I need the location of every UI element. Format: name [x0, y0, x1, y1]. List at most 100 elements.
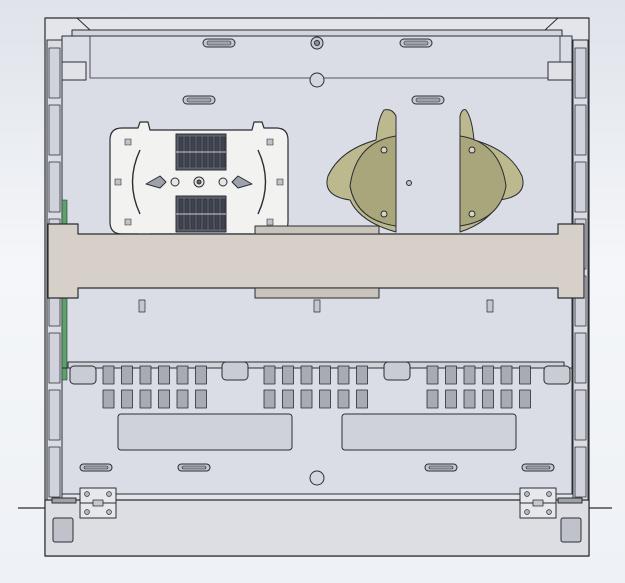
tray-tab — [266, 218, 274, 226]
adapter-group-middle-port-top — [356, 365, 368, 385]
label-window-left — [117, 413, 293, 451]
fiber-spool-right-half — [459, 135, 507, 227]
tray-tab — [266, 138, 274, 146]
adapter-group-right-port-bottom — [463, 389, 476, 409]
tray-boss-center — [196, 179, 202, 185]
adapter-group-left-port-bottom — [195, 389, 207, 409]
hinge-icon-barrel — [92, 499, 104, 507]
adapter-group-right-port-top — [426, 365, 439, 385]
splice-block-top — [175, 133, 227, 171]
tray-tab — [124, 138, 132, 146]
adapter-group-right-port-top — [463, 365, 476, 385]
adapter-group-right-port-top — [445, 365, 457, 385]
bar-pin — [486, 299, 494, 313]
tray-tab — [124, 218, 132, 226]
adapter-group-left-port-bottom — [102, 389, 115, 409]
left-rail-slot — [48, 389, 61, 441]
adapter-group-right — [426, 365, 531, 409]
adapter-group-right-port-bottom — [426, 389, 439, 409]
mounting-slot — [411, 95, 445, 105]
left-rail-slot — [48, 446, 61, 498]
adapter-group-left-port-bottom — [176, 389, 189, 409]
mounting-slot-inner — [206, 40, 232, 46]
adapter-group-left-port-top — [176, 365, 189, 385]
fiber-guide-arc — [257, 149, 267, 215]
tray-tab — [276, 178, 284, 186]
tray-boss — [170, 177, 180, 187]
adapter-group-left-port-bottom — [158, 389, 170, 409]
base-foot-left — [52, 517, 74, 543]
cable-entry-hole — [309, 470, 325, 486]
adapter-group-right-port-bottom — [519, 389, 531, 409]
adapter-group-left-port-top — [158, 365, 170, 385]
top-lip — [71, 29, 563, 37]
fiber-spool-left — [326, 109, 397, 233]
upper-frame-line — [89, 36, 561, 79]
hinge-icon-screw — [84, 491, 90, 497]
screw-head-center — [314, 40, 320, 46]
base-foot-right — [560, 517, 582, 543]
hinge-icon-barrel — [532, 499, 544, 507]
adapter-group-middle-port-bottom — [282, 389, 294, 409]
adapter-group-left-port-top — [195, 365, 207, 385]
mounting-slot — [399, 38, 433, 48]
fiber-spool-left-hole — [380, 146, 388, 154]
adapter-group-left — [102, 365, 207, 409]
hinge-icon — [519, 487, 557, 519]
adapter-group-left-port-top — [139, 365, 152, 385]
adapter-group-middle-port-top — [282, 365, 294, 385]
mounting-slot — [521, 463, 555, 472]
cable-clip-icon — [145, 175, 167, 189]
support-bar — [47, 223, 585, 299]
hinge-icon — [79, 487, 117, 519]
bar-bottom-plate — [254, 287, 380, 299]
mounting-slot — [182, 95, 216, 105]
adapter-latch — [383, 361, 411, 381]
adapter-group-right-port-bottom — [445, 389, 457, 409]
adapter-group-middle-port-top — [263, 365, 276, 385]
adapter-group-middle-port-bottom — [319, 389, 331, 409]
hinge-icon-screw — [524, 491, 530, 497]
adapter-group-middle-port-top — [300, 365, 313, 385]
bar-top-plate — [254, 225, 380, 235]
hinge-icon-screw — [106, 509, 112, 515]
cable-entry-hole — [309, 72, 325, 88]
adapter-latch — [543, 365, 571, 385]
middle-rail-band — [67, 361, 565, 369]
hinge-icon-screw — [524, 509, 530, 515]
mounting-slot — [424, 463, 458, 472]
support-bar-body — [47, 223, 585, 299]
fiber-spool-right-hole — [468, 146, 476, 154]
mounting-slot-inner — [181, 465, 207, 470]
splice-block-bottom — [175, 195, 227, 233]
left-rail-slot — [48, 332, 61, 384]
hinge-icon-screw — [106, 491, 112, 497]
hinge-icon-screw — [546, 491, 552, 497]
adapter-group-left-port-bottom — [139, 389, 152, 409]
left-rail-slot — [48, 161, 61, 213]
right-rail-slot — [574, 389, 587, 441]
hinge-icon-screw — [84, 509, 90, 515]
right-rail-slot — [574, 332, 587, 384]
mounting-slot-inner — [428, 465, 454, 470]
adapter-group-right-port-bottom — [482, 389, 494, 409]
adapter-group-middle — [263, 365, 368, 409]
adapter-group-left-port-bottom — [121, 389, 133, 409]
adapter-latch — [69, 365, 97, 385]
mounting-slot-inner — [186, 97, 212, 103]
front-base — [44, 499, 590, 557]
fiber-spool-right-hole — [468, 210, 476, 218]
adapter-group-middle-port-bottom — [337, 389, 350, 409]
adapter-group-middle-port-top — [319, 365, 331, 385]
adapter-group-left-port-top — [121, 365, 133, 385]
mounting-slot — [202, 38, 236, 48]
label-window-right — [341, 413, 517, 451]
mounting-slot-inner — [403, 40, 429, 46]
right-upper-tab — [547, 61, 573, 81]
bar-pin — [313, 299, 321, 313]
mounting-slot — [177, 463, 211, 472]
adapter-group-middle-port-bottom — [263, 389, 276, 409]
fiber-guide-arc — [131, 149, 141, 215]
left-rail-slot — [48, 104, 61, 156]
